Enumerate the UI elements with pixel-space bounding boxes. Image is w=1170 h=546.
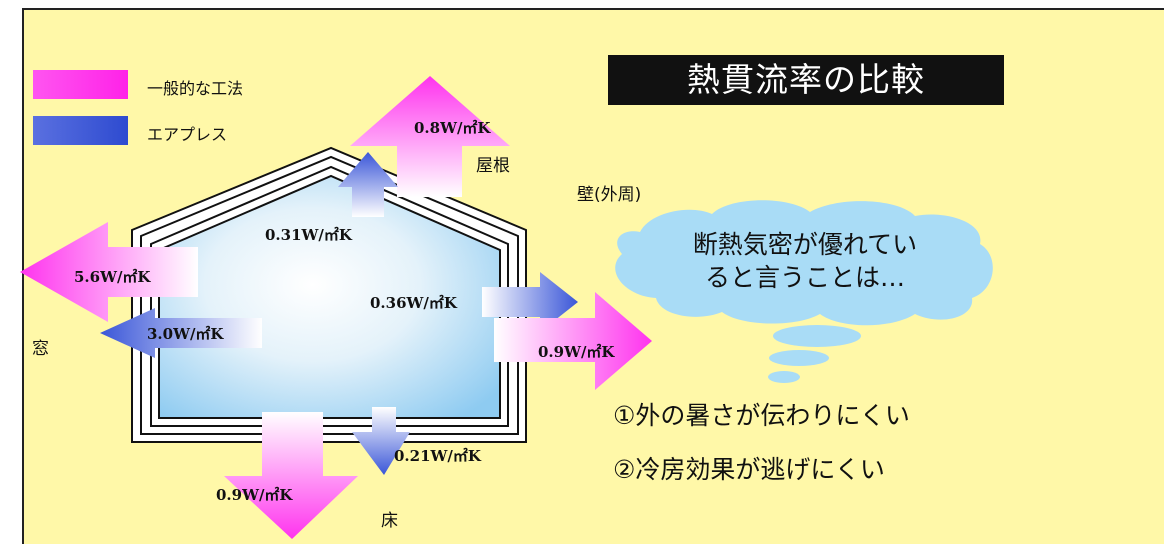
wall-general-arrow (494, 292, 652, 390)
bubble-text: 断熱気密が優れてい ると言うことは… (640, 228, 970, 294)
floor-label: 床 (381, 511, 398, 531)
bubble-line-1: 断熱気密が優れてい (692, 230, 918, 259)
window-general-arrow (20, 222, 198, 322)
roof-label: 屋根 (476, 156, 510, 176)
floor-airpress-arrow (352, 407, 410, 475)
bubble-line-2: ると言うことは… (704, 263, 905, 292)
roof-airpress-value: 0.31W/㎡K (265, 226, 352, 244)
floor-general-value: 0.9W/㎡K (216, 486, 293, 504)
wall-general-value: 0.9W/㎡K (538, 343, 615, 361)
window-airpress-value: 3.0W/㎡K (147, 325, 224, 343)
legend-label-airpress: エアプレス (147, 125, 228, 144)
roof-airpress-arrow (338, 152, 398, 217)
thought-bubble (615, 200, 993, 383)
window-label: 窓 (32, 339, 49, 359)
point-1: ①外の暑さが伝わりにくい (613, 401, 910, 430)
roof-general-value: 0.8W/㎡K (414, 119, 491, 137)
floor-airpress-value: 0.21W/㎡K (394, 447, 481, 465)
window-general-value: 5.6W/㎡K (74, 268, 151, 286)
wall-airpress-value: 0.36W/㎡K (370, 294, 457, 312)
window-airpress-arrow (100, 308, 262, 358)
wall-label: 壁(外周) (577, 185, 642, 205)
floor-general-arrow (224, 412, 358, 539)
wall-airpress-arrow (482, 272, 578, 332)
point-2: ②冷房効果が逃げにくい (613, 455, 885, 484)
legend-label-general: 一般的な工法 (147, 79, 244, 98)
roof-general-arrow (350, 76, 510, 197)
legend-swatch-airpress (33, 116, 128, 145)
page-title: 熱貫流率の比較 (608, 55, 1004, 105)
legend-swatch-general (33, 70, 128, 99)
